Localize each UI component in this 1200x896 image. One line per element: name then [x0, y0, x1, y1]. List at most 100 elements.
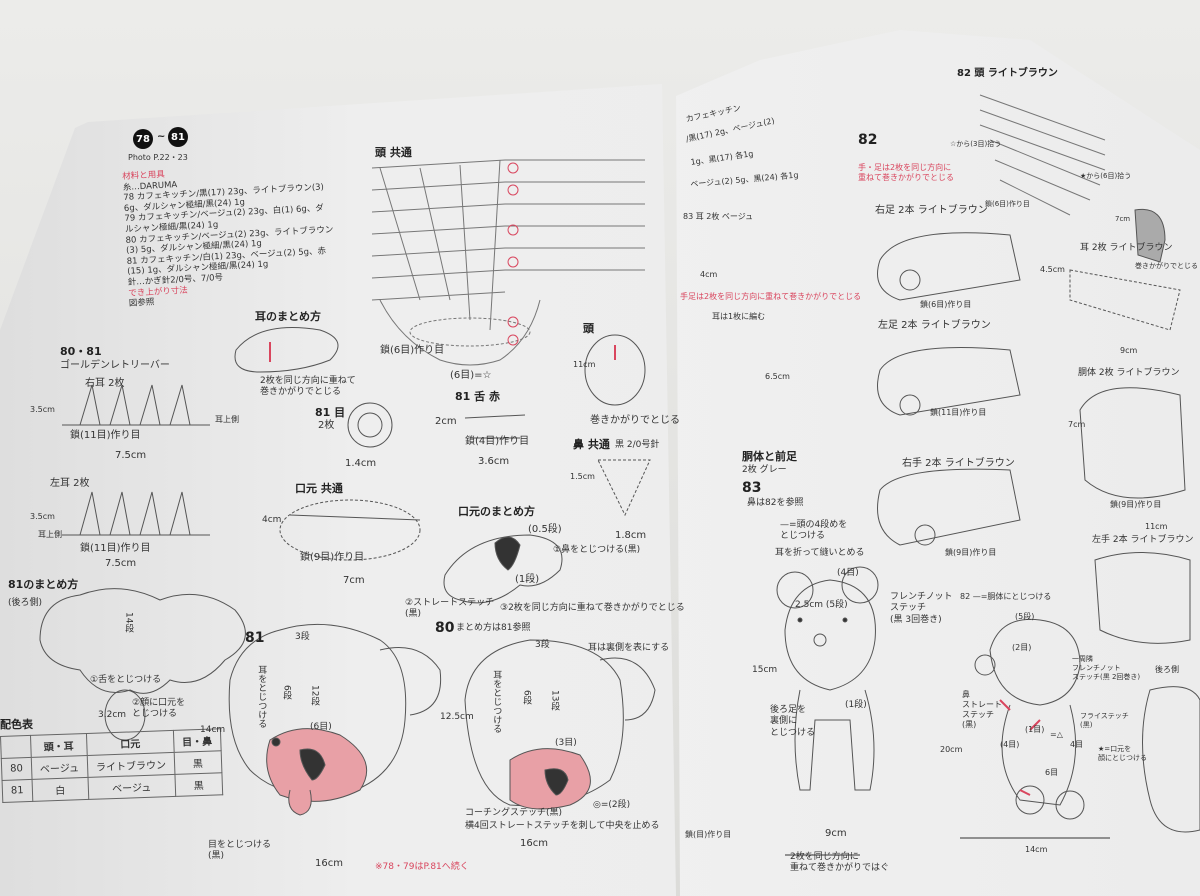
eye81-width: 1.4cm: [345, 458, 377, 469]
height-65: 6.5cm: [765, 372, 790, 381]
right-foot-title: 右足 2本 ライトブラウン: [875, 205, 988, 216]
bear82-4: (4目): [1000, 740, 1020, 749]
muzzle-start: 鎖(9目)作り目: [300, 552, 365, 563]
dog80-ear: 耳をとじつける: [491, 670, 502, 733]
head-stitch-chart: [371, 159, 645, 366]
ear82-note: 巻きかがりでとじる: [1135, 262, 1198, 270]
bear82-1: (1目): [1025, 725, 1045, 734]
dog81-ear-note: 耳をとじつける: [256, 665, 267, 728]
table-cell: 81: [2, 779, 33, 803]
tongue81-width: 3.6cm: [478, 456, 510, 467]
muzzle-width: 7cm: [343, 575, 365, 586]
dog81-title: 81: [245, 630, 265, 646]
dog81-stitches6: (6目): [310, 722, 332, 732]
torso82-title: 胴体 2枚 ライトブラウン: [1078, 368, 1180, 378]
mouth-05: (0.5段): [528, 524, 562, 535]
bear82-width: 14cm: [1025, 845, 1048, 854]
bear-legs-note: 後ろ足を 裏側に とじつける: [770, 705, 816, 738]
bear82-height: 20cm: [940, 745, 963, 754]
bear82-nose: 鼻 ストレート ステッチ (黒): [962, 690, 1002, 729]
range-separator: ~: [157, 131, 166, 142]
ear83-width: 4cm: [700, 270, 718, 279]
color-table: 頭・耳 口元 目・鼻 80 ベージュ ライトブラウン 黒 81 白 ベージュ 黒: [0, 728, 223, 803]
body83-title: 胴体と前足: [742, 450, 797, 463]
dog81-rows3: 3段: [295, 632, 310, 642]
bear-width: 9cm: [825, 828, 847, 839]
bottom-start: 鎖(目)作り目: [685, 830, 732, 839]
head-common-title: 頭 共通: [375, 146, 412, 159]
bear-25: 2.5cm (5段): [795, 600, 848, 610]
table-cell: ライトブラウン: [87, 752, 175, 778]
head82-chart: [979, 94, 1106, 216]
back-side-label: (後ろ側): [8, 598, 43, 608]
left-ear-chart: [62, 491, 210, 536]
continued-note: ※78・79はP.81へ続く: [375, 862, 469, 872]
head-label: 頭: [583, 322, 594, 335]
golden-subtitle: ゴールデンレトリーバー: [60, 360, 170, 371]
bear82-eq: =△: [1050, 730, 1063, 739]
nose-common-title: 鼻 共通: [573, 438, 610, 451]
dog80-stitches3: (3目): [555, 738, 577, 748]
table-cell: 白: [31, 777, 89, 802]
left-ear-height: 3.5cm: [30, 512, 55, 521]
head82-from6: ★から(6目)拾う: [1080, 172, 1132, 180]
color-table-title: 配色表: [0, 718, 33, 731]
bear82: [974, 618, 1200, 833]
dog80-ear-note: 耳は裏側を表にする: [588, 643, 670, 653]
legend-line: —=頭の4段めを とじつける: [780, 520, 848, 542]
dog81-rows6: 6段: [281, 685, 292, 700]
muzzle-title: 口元 共通: [295, 482, 343, 495]
dog80-legend: ◎=(2段): [593, 800, 631, 810]
ear82-height: 4.5cm: [1040, 265, 1065, 274]
head-height: 11cm: [573, 360, 596, 369]
ear-finish-note: 2枚を同じ方向に重ねて 巻きかがりでとじる: [260, 376, 356, 398]
ear-fold-sew: 耳を折って縫いとめる: [775, 548, 865, 558]
bear82-knot: 一周隣 フレンチノット ステッチ(黒 2回巻き): [1072, 655, 1141, 681]
right-ear-start: 鎖(11目)作り目: [70, 430, 141, 441]
torso82-start: 鎖(9目)作り目: [1110, 500, 1162, 509]
bear-1: (1段): [845, 700, 867, 710]
pattern-number-badge: 78: [133, 129, 153, 149]
head82-from3: ☆から(3目)拾う: [950, 140, 1002, 148]
limb-charts: [877, 232, 1191, 644]
bear-knot: フレンチノット ステッチ (黒 3回巻き): [890, 592, 953, 625]
finish81-rows: 14段: [123, 612, 134, 633]
head-ring: (6目)=☆: [450, 370, 492, 381]
right-ear-title: 右耳 2枚: [85, 378, 125, 389]
red-note-83: 手足は2枚を同じ方向に重ねて巻きかがりでとじる: [680, 292, 862, 301]
dog80-couching-note: 横4回ストレートステッチを刺して中央を止める: [465, 821, 660, 831]
bear82-2: (2目): [1012, 643, 1032, 652]
mouth-step2: ②ストレートステッチ (黒): [405, 598, 495, 620]
table-header: 頭・耳: [30, 733, 88, 758]
bear82-4b: 4目: [1070, 740, 1084, 749]
body83-count: 2枚 グレー: [742, 465, 787, 475]
dog81-width: 16cm: [315, 858, 343, 869]
pattern-82-title: 82: [858, 132, 878, 148]
ear82-title: 耳 2枚 ライトブラウン: [1080, 243, 1173, 253]
head82-title: 82 頭 ライトブラウン: [957, 68, 1058, 79]
width-9: 9cm: [1120, 346, 1138, 355]
dog80-title: 80: [435, 620, 455, 636]
right-ear-chart: [62, 384, 210, 426]
left-foot-start: 鎖(11目)作り目: [930, 408, 987, 417]
golden-title: 80・81: [60, 345, 102, 358]
mouth-step1: ①鼻をとじつける(黒): [553, 545, 641, 555]
ear-finish-title: 耳のまとめ方: [255, 310, 321, 323]
photo-reference: Photo P.22・23: [128, 153, 188, 162]
nose-height: 1.5cm: [570, 472, 595, 481]
dog80-width: 16cm: [520, 838, 548, 849]
table-cell: 黒: [174, 772, 223, 797]
tongue81-start: 鎖(4目)作り目: [465, 436, 530, 447]
dog80-couching: コーチングステッチ(黒): [465, 808, 563, 818]
back-side-82: 後ろ側: [1155, 665, 1179, 674]
dog80-height: 12.5cm: [440, 712, 474, 722]
finish81-title: 81のまとめ方: [8, 578, 79, 591]
finish81-step1: ①舌をとじつける: [90, 675, 162, 685]
dog80-face: [464, 639, 656, 810]
legend-82: 82 —=胴体にとじつける: [960, 592, 1052, 601]
materials-block: 材料と用具 糸…DARUMA 78 カフェキッチン/黒(17) 23g、ライトブ…: [122, 161, 337, 309]
bear82-sew: ★=口元を 顔にとじつける: [1098, 745, 1147, 762]
nose-yarn: 黒 2/0号針: [615, 440, 660, 450]
right-ear-height: 3.5cm: [30, 405, 55, 414]
